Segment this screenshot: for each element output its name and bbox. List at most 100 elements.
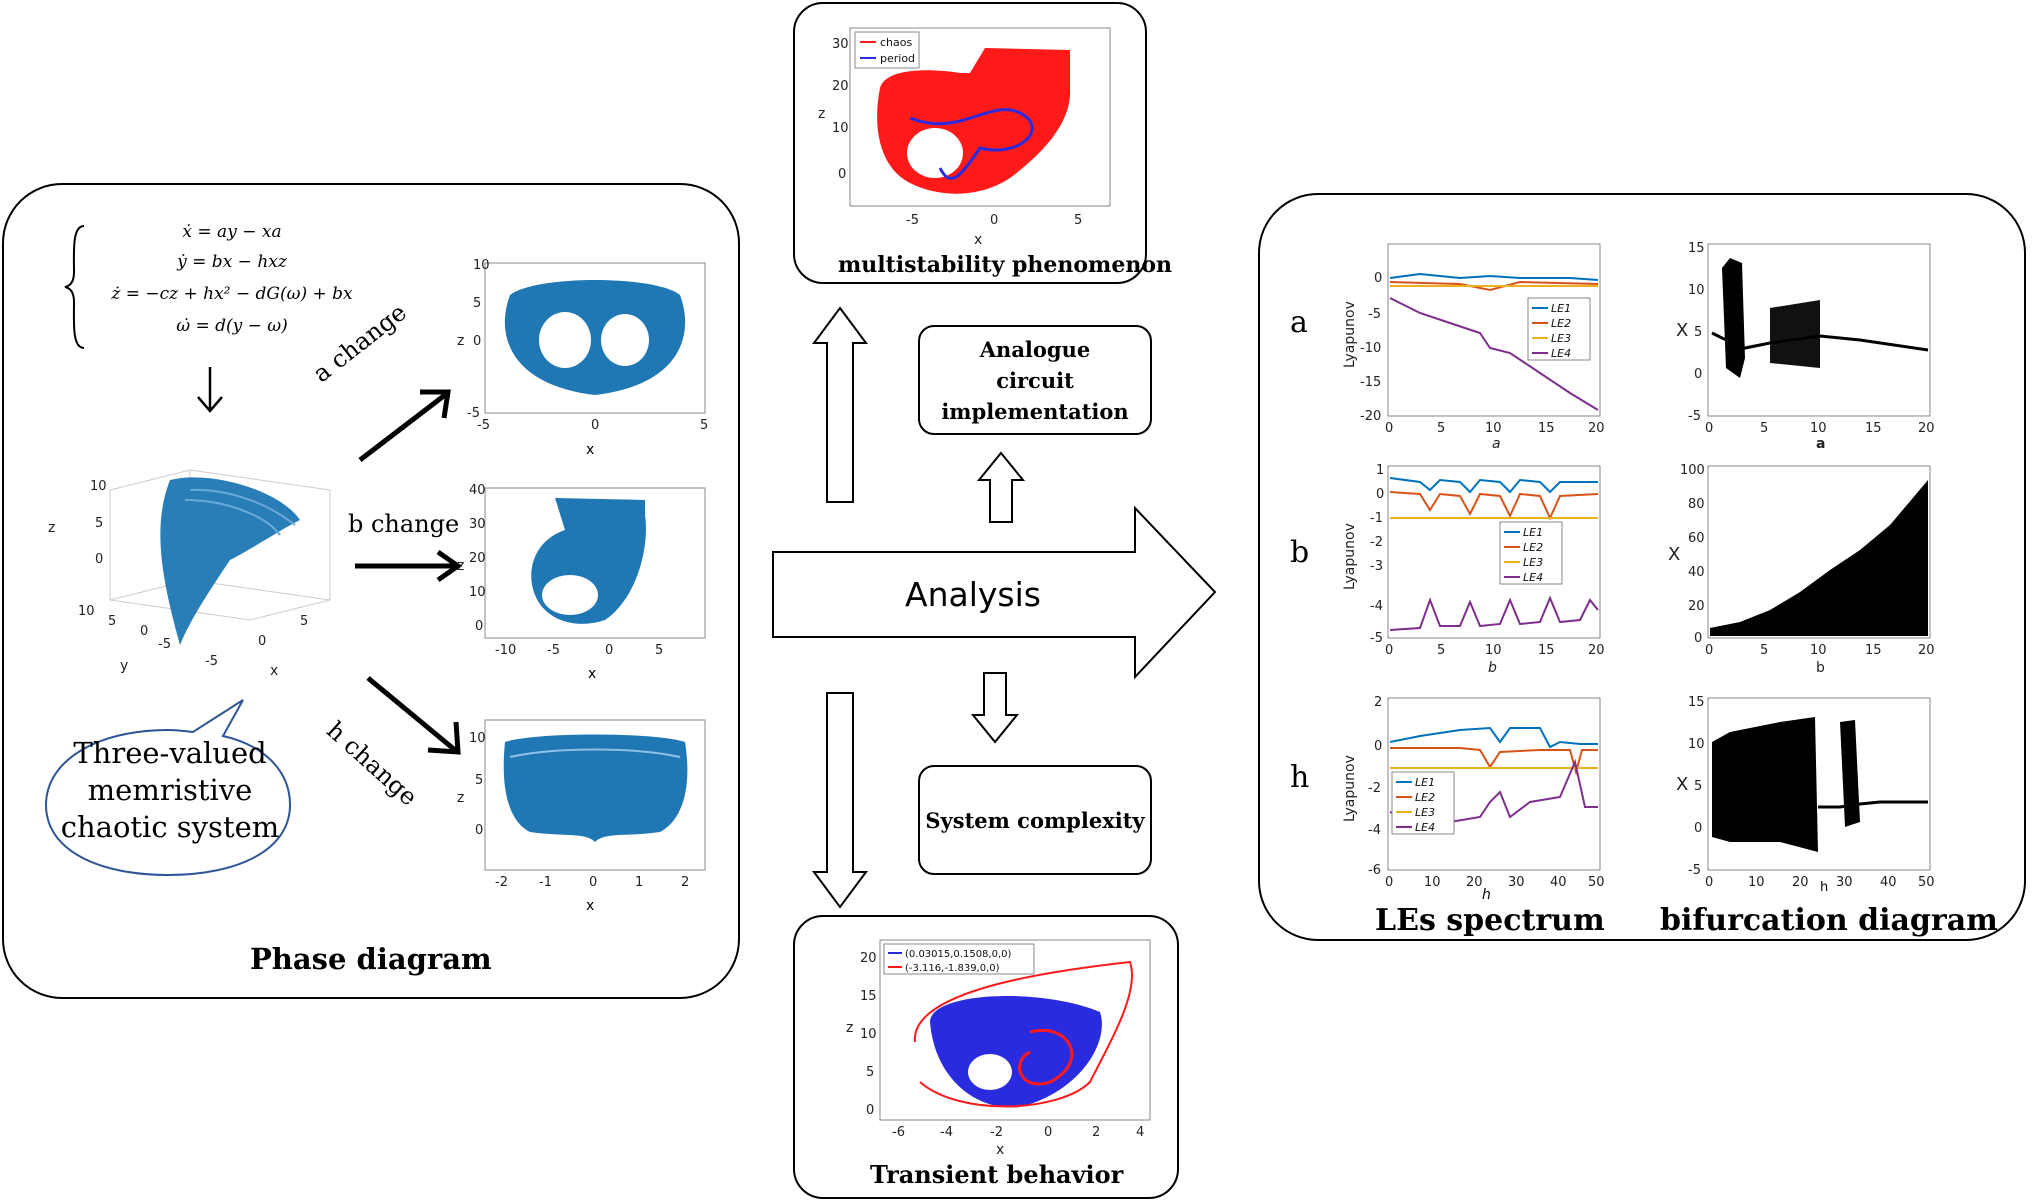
xtick: 0 [591,418,599,433]
ytick: 10 [832,121,849,136]
ytick: 0 [1374,271,1382,286]
xtick: 0 [1705,643,1713,658]
z-tick-5: 5 [95,516,103,531]
ytick: 0 [473,334,481,349]
row-label-h: h [1290,760,1310,795]
xlabel: b [1816,660,1825,676]
row-label-a: a [1290,305,1308,340]
ytick: -4 [1370,599,1383,614]
le-spectrum-a: LE1 LE2 LE3 LE4 0 -5 -10 -15 -20 0 5 10 … [1342,243,1605,452]
legend-le2: LE2 [1415,791,1435,804]
ylabel: z [457,333,464,349]
xtick: 15 [1865,421,1882,436]
multistability-title: multistability phenomenon [838,252,1172,278]
equation-system: ẋ = ay − xa ẏ = bx − hxz ż = −cz + hx² −… [62,222,392,352]
equation-1: ẋ = ay − xa [182,222,282,242]
bifurcation-a: 15 10 5 0 -5 0 5 10 15 20 a X [1676,241,1935,452]
ytick: 0 [1374,739,1382,754]
ytick: 0 [475,619,483,634]
xtick: 40 [1880,875,1897,890]
xtick: 10 [1485,421,1502,436]
y-tick-0: 0 [140,624,148,639]
xtick: 0 [1705,875,1713,890]
xtick: -2 [990,1125,1003,1140]
ytick: 10 [1688,737,1705,752]
ytick: 10 [1688,283,1705,298]
ytick: 5 [1694,325,1702,340]
transient-title: Transient behavior [870,1160,1124,1189]
analysis-arrow [772,505,1217,680]
bubble-line-3: chaotic system [60,810,280,844]
legend-ic-2: (-3.116,-1.839,0,0) [905,963,1000,974]
hollow-down-arrow-icon [812,692,868,909]
ytick: -5 [1688,863,1701,878]
ytick: 20 [469,551,486,566]
xtick: 50 [1918,875,1935,890]
ytick: 30 [469,517,486,532]
system-complexity-label: System complexity [925,807,1145,833]
xtick: 15 [1865,643,1882,658]
xtick: 10 [1810,421,1827,436]
legend-chaos: chaos [880,36,912,49]
xlabel: a [1816,436,1825,452]
le-h-xlabel: h [1482,887,1491,903]
bifurcation-title: bifurcation diagram [1660,903,1998,938]
ytick: -1 [1370,511,1383,526]
bubble-line-1: Three-valued [73,736,267,770]
ytick: 10 [469,731,486,746]
ytick: 0 [1376,487,1384,502]
phase-plot-b: 40 30 20 10 0 -10 -5 0 5 z [457,483,706,658]
ytick: 0 [1694,631,1702,646]
y-tick-5: 5 [108,614,116,629]
y-tick-m5: -5 [158,637,171,652]
xtick: -10 [495,643,516,658]
x-tick-5: 5 [300,614,308,629]
ylabel: z [457,790,464,806]
ytick: 5 [1694,779,1702,794]
les-spectrum-title: LEs spectrum [1375,903,1605,938]
xtick: 20 [1918,421,1935,436]
legend-le2: LE2 [1523,541,1543,554]
xtick: 0 [990,213,998,228]
xtick: -4 [940,1125,953,1140]
xtick: 20 [1588,643,1605,658]
ytick: 20 [832,79,849,94]
arrow-a-change-icon [358,389,451,462]
xtick: 5 [655,643,663,658]
analogue-circuit-box: Analogue circuit implementation [918,325,1152,435]
ylabel: X [1676,320,1688,341]
xtick: -1 [539,875,552,890]
ytick: -2 [1370,535,1383,550]
plot-a-xlabel: x [586,442,595,458]
xtick: 5 [1074,213,1082,228]
xtick: 2 [1092,1125,1100,1140]
ytick: -5 [1688,409,1701,424]
xtick: 10 [1424,875,1441,890]
ytick: 0 [475,823,483,838]
legend-le4: LE4 [1523,571,1543,584]
ytick: 10 [473,258,490,273]
x-axis-label: x [270,663,278,679]
ylabel: X [1668,544,1680,565]
ytick: 10 [469,585,486,600]
ytick: 80 [1688,497,1705,512]
analysis-label: Analysis [905,575,1041,614]
transient-plot: (0.03015,0.1508,0,0) (-3.116,-1.839,0,0)… [846,939,1151,1158]
xtick: 0 [589,875,597,890]
ytick: 100 [1680,463,1705,478]
xtick: 1 [635,875,643,890]
arrow-b-change-icon [355,549,463,583]
ytick: 30 [832,37,849,52]
ylabel: z [818,106,825,122]
ytick: 10 [860,1027,877,1042]
ytick: 5 [473,296,481,311]
ytick: 15 [860,989,877,1004]
ytick: 5 [866,1065,874,1080]
xtick: 10 [1748,875,1765,890]
xtick: 50 [1588,875,1605,890]
xtick: 2 [681,875,689,890]
ytick: 40 [469,483,486,498]
xtick: -5 [906,213,919,228]
z-tick-0: 0 [95,552,103,567]
le-spectrum-b: LE1 LE2 LE3 LE4 1 0 -1 -2 -3 -4 -5 0 5 1… [1342,463,1605,676]
